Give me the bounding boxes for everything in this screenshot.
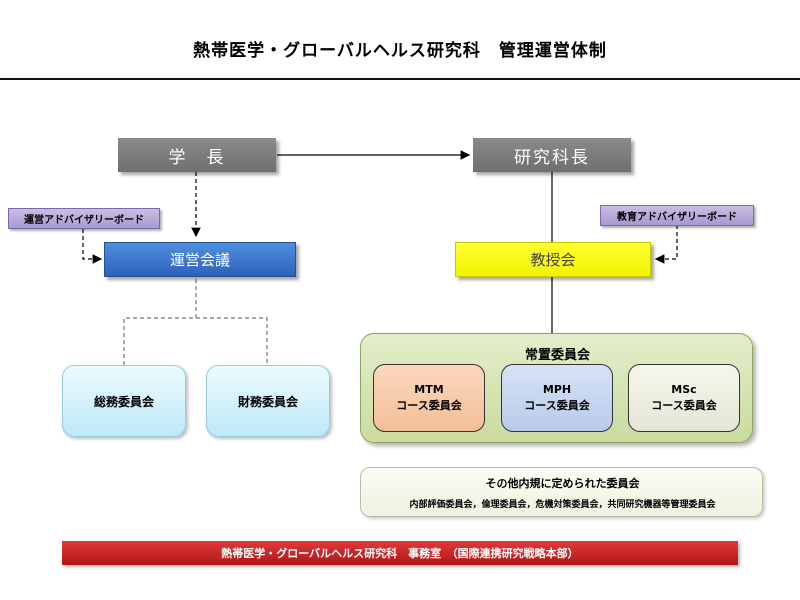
faculty-council-label: 教授会: [530, 251, 576, 269]
page-title: 熱帯医学・グローバルヘルス研究科 管理運営体制: [193, 41, 607, 61]
standing-committees-panel: 常置委員会 MTM コース委員会 MPH コース委員会 MSc コース委員会: [360, 333, 753, 443]
edu-advisory-board: 教育アドバイザリーボード: [600, 205, 754, 226]
office-label: 熱帯医学・グローバルヘルス研究科 事務室 （国際連携研究戦略本部）: [221, 547, 579, 560]
mtm-committee: MTM コース委員会: [373, 364, 485, 432]
general-affairs-label: 総務委員会: [93, 394, 154, 409]
msc-line1: MSc: [671, 383, 697, 396]
management-council-label: 運営会議: [169, 251, 230, 269]
other-committees-list: 内部評価委員会，倫理委員会，危機対策委員会，共同研究機器等管理委員会: [409, 500, 716, 510]
general-affairs-committee: 総務委員会: [62, 365, 186, 437]
standing-committees-title: 常置委員会: [524, 348, 590, 363]
admin-advisory-label: 運営アドバイザリーボード: [24, 215, 144, 226]
president-label: 学 長: [168, 147, 226, 168]
faculty-council-box: 教授会: [455, 242, 651, 277]
msc-committee: MSc コース委員会: [628, 364, 740, 432]
edu-advisory-label: 教育アドバイザリーボード: [617, 212, 737, 223]
mph-line1: MPH: [542, 383, 572, 396]
president-box: 学 長: [118, 138, 276, 172]
finance-committee: 財務委員会: [206, 365, 330, 437]
mtm-line1: MTM: [414, 383, 444, 396]
admin-advisory-board: 運営アドバイザリーボード: [8, 208, 160, 229]
edu-advisory-arrow: [654, 225, 678, 264]
other-committees-title: その他内規に定められた委員会: [485, 477, 640, 490]
msc-line2: コース委員会: [651, 399, 717, 412]
mph-committee: MPH コース委員会: [501, 364, 613, 432]
management-council-box: 運営会議: [104, 242, 296, 277]
mph-line2: コース委員会: [524, 399, 590, 412]
other-committees-panel: その他内規に定められた委員会 内部評価委員会，倫理委員会，危機対策委員会，共同研…: [360, 467, 763, 517]
admin-advisory-arrow: [82, 229, 103, 264]
council-subcommittee-lines: [123, 279, 197, 365]
dean-label: 研究科長: [514, 147, 590, 168]
office-bar: 熱帯医学・グローバルヘルス研究科 事務室 （国際連携研究戦略本部）: [62, 541, 738, 565]
dean-box: 研究科長: [473, 138, 631, 172]
mtm-line2: コース委員会: [396, 399, 462, 412]
title-divider: [0, 78, 800, 80]
finance-label: 財務委員会: [237, 394, 298, 409]
